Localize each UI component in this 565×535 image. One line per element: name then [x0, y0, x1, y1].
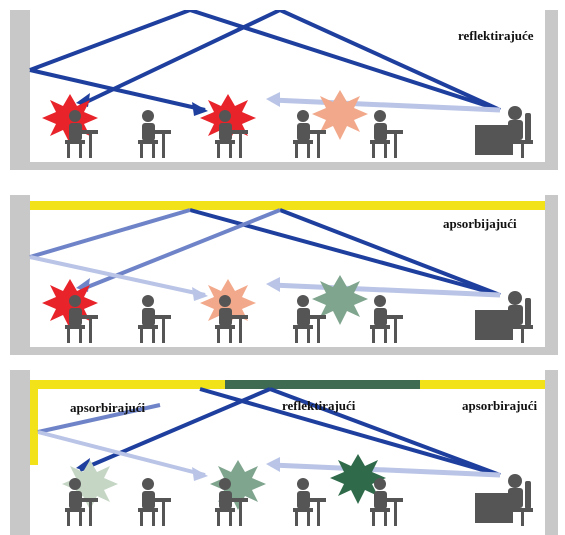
absorber-wall-left — [30, 389, 38, 465]
sound-rays — [37, 387, 501, 478]
panel-absorbing: apsorbijajući — [10, 195, 558, 355]
noise-burst-salmon — [312, 90, 368, 140]
label-absorbing-right: apsorbirajući — [462, 398, 538, 413]
absorber-strip — [30, 201, 545, 210]
sound-rays — [29, 10, 501, 113]
panel-mixed-diagram: apsorbirajući reflektirajući apsorbiraju… — [30, 370, 545, 535]
teacher-silhouette — [475, 291, 533, 343]
student-silhouettes — [65, 295, 403, 343]
absorber-strip-right — [420, 380, 545, 389]
student-silhouettes — [65, 478, 403, 526]
label-absorbing-left: apsorbirajući — [70, 400, 146, 415]
teacher-silhouette — [475, 106, 533, 158]
label-reflective: reflektirajuće — [458, 28, 534, 43]
noise-burst-dark-green — [330, 454, 386, 504]
room-interior — [30, 195, 545, 347]
panel-mixed: apsorbirajući reflektirajući apsorbiraju… — [10, 370, 558, 535]
label-absorbing: apsorbijajući — [443, 216, 517, 231]
panel-reflective-diagram: reflektirajuće — [29, 10, 545, 162]
reflector-strip-center — [225, 380, 420, 389]
student-silhouettes — [65, 110, 403, 158]
panel-reflective: reflektirajuće — [10, 10, 558, 170]
teacher-silhouette — [475, 474, 533, 526]
noise-burst-green — [312, 275, 368, 325]
label-reflective-center: reflektirajući — [282, 398, 356, 413]
absorber-strip-left — [30, 380, 225, 389]
sound-rays — [29, 208, 501, 298]
panel-absorbing-diagram: apsorbijajući — [29, 195, 545, 347]
